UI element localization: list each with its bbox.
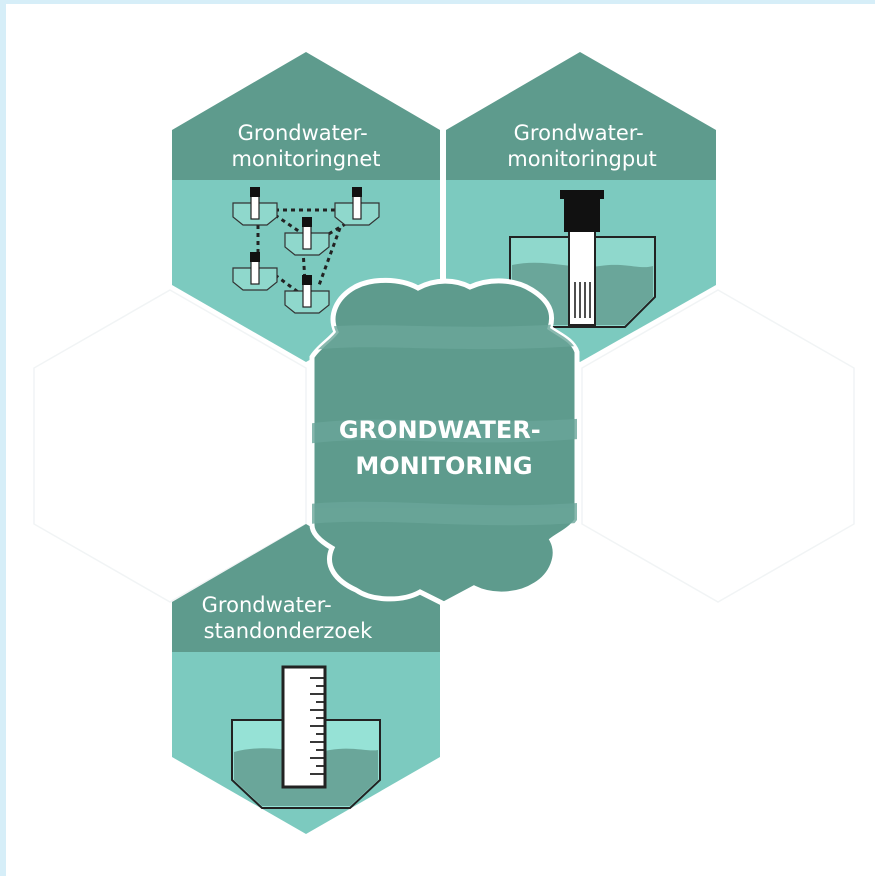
svg-text:Grondwater- monitoringne: Grondwater- monitoringnet	[231, 121, 380, 171]
well-cap	[564, 196, 600, 232]
mini-well	[232, 252, 278, 291]
network-link	[321, 218, 353, 240]
tile-title-line2: standonderzoek	[204, 619, 374, 643]
center-groundwater-monitoring: GRONDWATER- MONITORING	[309, 277, 580, 607]
mini-well	[284, 217, 330, 256]
network-link	[274, 213, 301, 234]
svg-text:Grondwater- monitoringpu: Grondwater- monitoringput	[507, 121, 657, 171]
tile-monitoringnet: Grondwater- monitoringnet	[172, 52, 440, 362]
network-link	[316, 227, 342, 289]
center-title-line1: GRONDWATER-	[339, 416, 541, 444]
svg-text:GRONDWATER- MONITORING: GRONDWATER- MONITORING	[339, 416, 549, 480]
tile-title-line2: monitoringnet	[231, 147, 380, 171]
tile-title-line1: Grondwater-	[238, 121, 368, 145]
mini-well	[334, 187, 380, 226]
mini-well	[284, 275, 330, 314]
tile-title-line2: monitoringput	[507, 147, 657, 171]
well-network-icon	[232, 187, 380, 314]
svg-text:Grondwater- standonderzo: Grondwater- standonderzoek	[202, 593, 374, 643]
mini-well	[232, 187, 278, 226]
ghost-hex-right	[581, 289, 855, 603]
ghost-hex-left	[33, 289, 307, 603]
water-level-gauge-icon	[231, 665, 381, 809]
center-title-line2: MONITORING	[355, 452, 532, 480]
background-hexagons	[33, 289, 855, 603]
tile-title-line1: Grondwater-	[514, 121, 644, 145]
tile-title-line1: Grondwater-	[202, 593, 332, 617]
gauge-staff	[281, 665, 327, 789]
well-casing	[568, 229, 596, 326]
